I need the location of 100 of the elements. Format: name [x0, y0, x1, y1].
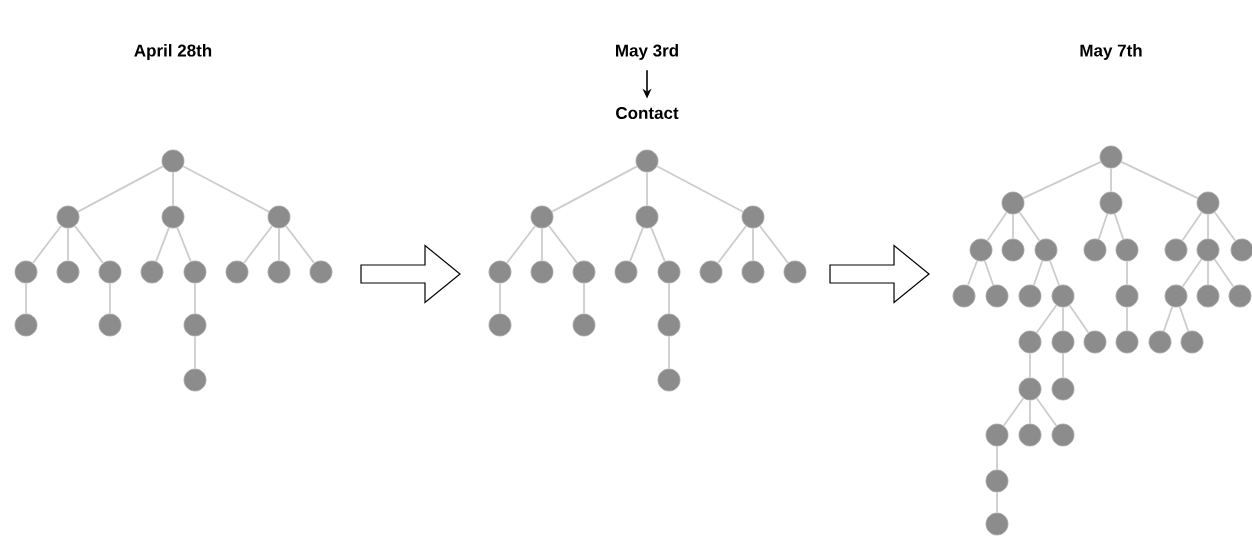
tree-node — [161, 205, 185, 229]
tree-node — [309, 260, 333, 284]
tree-line — [1097, 212, 1109, 241]
tree-node — [1018, 377, 1042, 401]
tree-node — [1001, 191, 1025, 215]
tree-line — [1207, 260, 1209, 286]
tree-node — [183, 368, 207, 392]
tree-line — [1126, 260, 1128, 286]
tree-line — [1012, 213, 1014, 240]
tree-node — [183, 260, 207, 284]
tree-node — [1099, 145, 1123, 169]
tree-line — [967, 259, 978, 287]
tree-line — [1207, 213, 1209, 240]
tree-node — [1164, 284, 1188, 308]
tree-line — [25, 282, 27, 315]
tree-line — [1035, 304, 1058, 334]
tree-node — [657, 260, 681, 284]
tree-node — [1196, 191, 1220, 215]
tree-line — [506, 225, 536, 264]
tree-node — [14, 260, 38, 284]
tree-line — [1113, 212, 1125, 241]
tree-node — [1164, 238, 1188, 262]
tree-line — [1213, 258, 1235, 288]
tree-node — [1051, 423, 1075, 447]
tree-node — [657, 368, 681, 392]
tree-node — [985, 512, 1009, 536]
tree-line — [1022, 160, 1102, 200]
tree-node — [530, 260, 554, 284]
tree-line — [996, 445, 998, 471]
tree-node — [488, 260, 512, 284]
tree-line — [1178, 305, 1190, 333]
tree-node — [98, 260, 122, 284]
tree-node — [1018, 284, 1042, 308]
tree-node — [1196, 284, 1220, 308]
tree-node — [225, 260, 249, 284]
tree-node — [1180, 330, 1204, 354]
tree-node — [183, 313, 207, 337]
tree-line — [278, 227, 280, 262]
tree-line — [541, 227, 543, 262]
tree-node — [783, 260, 807, 284]
tree-line — [74, 225, 104, 264]
tree-node — [140, 260, 164, 284]
tree-line — [1110, 167, 1112, 193]
tree-line — [1068, 304, 1090, 334]
tree-node — [1115, 284, 1139, 308]
tree-line — [1062, 352, 1064, 379]
tree-line — [194, 282, 196, 315]
tree-line — [983, 259, 995, 287]
tree-node — [1051, 377, 1075, 401]
tree-node — [98, 313, 122, 337]
tree-node — [699, 260, 723, 284]
block-arrow — [829, 244, 930, 304]
tree-node — [1228, 284, 1252, 308]
tree-node — [56, 260, 80, 284]
tree-line — [1032, 259, 1044, 287]
tree-node — [1115, 330, 1139, 354]
tree-node — [530, 205, 554, 229]
tree-node — [267, 205, 291, 229]
tree-line — [996, 491, 998, 514]
tree-node — [741, 205, 765, 229]
tree-node — [952, 284, 976, 308]
tree-line — [285, 225, 315, 264]
tree-line — [1029, 399, 1031, 425]
tree-line — [155, 226, 170, 263]
tree-line — [109, 282, 111, 315]
tree-line — [1029, 352, 1031, 379]
tree-node — [267, 260, 291, 284]
tree-line — [172, 171, 174, 207]
tree-line — [32, 225, 62, 264]
tree-line — [1120, 161, 1199, 199]
tree-node — [1034, 238, 1058, 262]
tree-line — [668, 282, 670, 315]
tree-node — [1083, 330, 1107, 354]
tree-node — [1196, 238, 1220, 262]
tree-node — [985, 469, 1009, 493]
tree-line — [646, 171, 648, 207]
tree-line — [67, 227, 69, 262]
tree-node — [1018, 423, 1042, 447]
tree-line — [1035, 397, 1058, 427]
tree-line — [650, 226, 666, 263]
tree-line — [1181, 258, 1203, 288]
tree-node — [14, 313, 38, 337]
tree-line — [1049, 259, 1060, 287]
date-label: May 3rd — [616, 44, 678, 60]
tree-line — [1181, 211, 1203, 242]
tree-node — [1051, 330, 1075, 354]
tree-line — [656, 165, 744, 213]
tree-line — [752, 227, 754, 262]
tree-node — [657, 313, 681, 337]
tree-line — [1018, 211, 1041, 242]
tree-line — [668, 335, 670, 370]
tree-node — [985, 284, 1009, 308]
date-label: Contact — [616, 107, 679, 119]
tree-node — [985, 423, 1009, 447]
tree-node — [1230, 238, 1252, 262]
tree-line — [243, 225, 273, 264]
tree-line — [182, 165, 270, 213]
tree-line — [629, 226, 644, 263]
tree-line — [499, 282, 501, 315]
tree-line — [759, 225, 789, 264]
